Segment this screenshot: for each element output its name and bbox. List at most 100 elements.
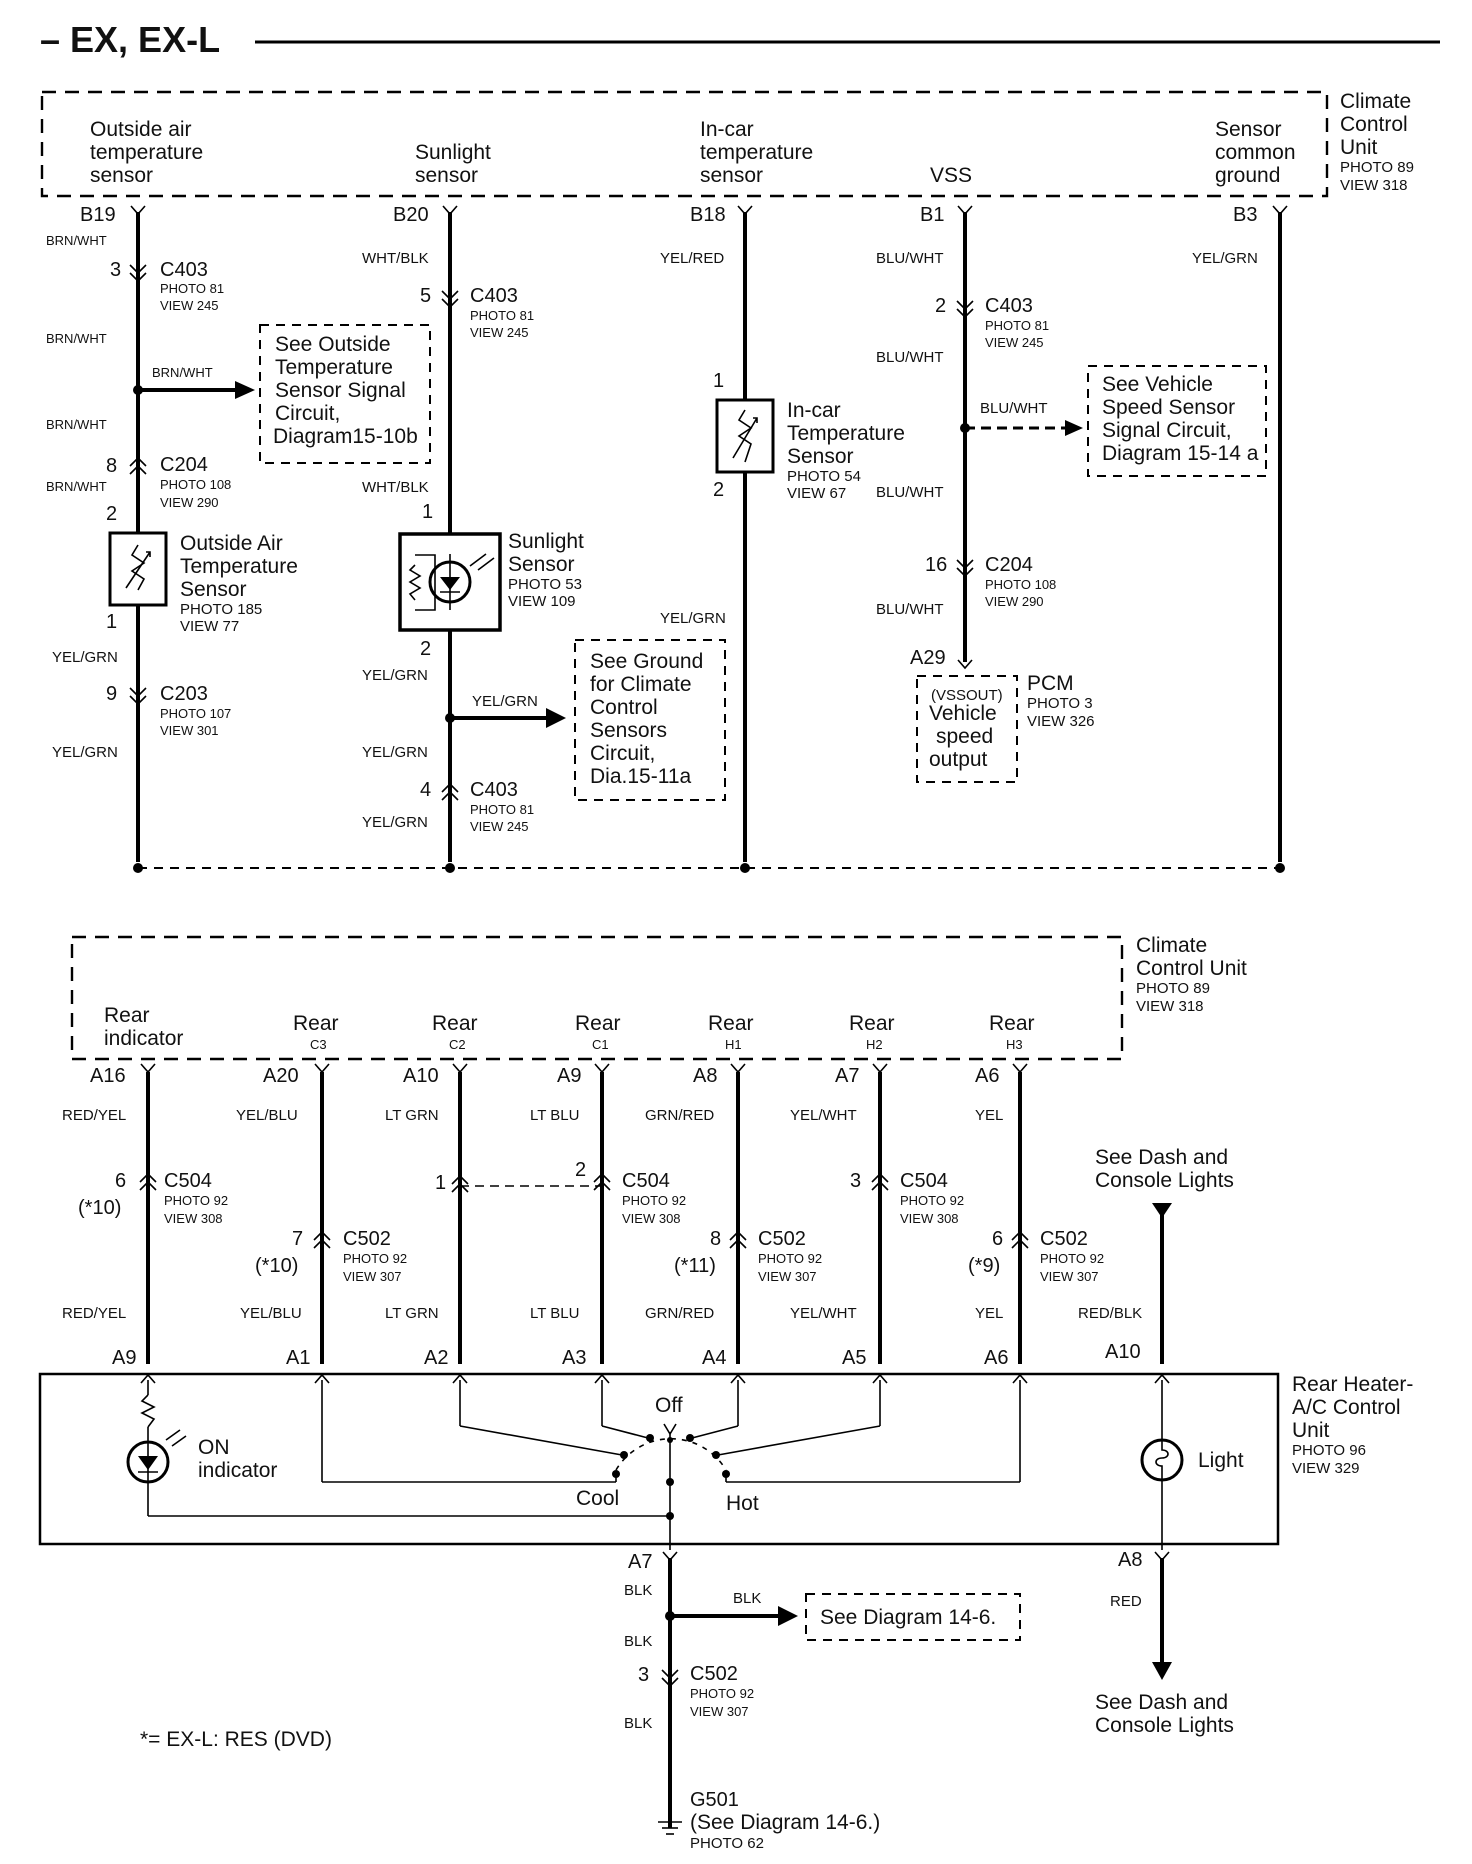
- svg-text:C403: C403: [470, 779, 518, 801]
- svg-text:PHOTO 62: PHOTO 62: [690, 1835, 764, 1852]
- circuit-sunlight-sensor: B20 WHT/BLK 5 C403 PHOTO 81 VIEW 245 WHT…: [362, 204, 584, 862]
- svg-text:A3: A3: [562, 1347, 586, 1369]
- svg-text:output: output: [929, 748, 988, 771]
- svg-text:sensor: sensor: [700, 164, 763, 187]
- svg-text:C204: C204: [160, 454, 208, 476]
- svg-text:See Diagram 14-6.: See Diagram 14-6.: [820, 1606, 996, 1629]
- svg-text:PHOTO 3: PHOTO 3: [1027, 695, 1093, 712]
- svg-text:VIEW 307: VIEW 307: [690, 1704, 749, 1719]
- reference-outside-temp-signal-circuit: See Outside Temperature Sensor Signal Ci…: [259, 324, 431, 464]
- svg-text:Sunlight: Sunlight: [415, 141, 491, 164]
- svg-text:Rear: Rear: [575, 1012, 621, 1035]
- svg-text:VIEW 318: VIEW 318: [1340, 177, 1408, 194]
- circuit-outside-air-sensor: B19 BRN/WHT 3 C403 PHOTO 81 VIEW 245 BRN…: [46, 204, 298, 862]
- svg-text:GRN/RED: GRN/RED: [645, 1107, 714, 1124]
- svg-text:Control Unit: Control Unit: [1136, 957, 1247, 980]
- svg-text:Control: Control: [1340, 113, 1408, 136]
- svg-text:Signal Circuit,: Signal Circuit,: [1102, 419, 1232, 442]
- svg-text:BRN/WHT: BRN/WHT: [46, 479, 107, 494]
- on-indicator-label: ON indicator: [198, 1436, 277, 1482]
- svg-text:H2: H2: [866, 1037, 883, 1052]
- svg-text:Outside Air: Outside Air: [180, 532, 283, 555]
- svg-text:(*11): (*11): [674, 1255, 716, 1277]
- svg-text:Dia.15-11a: Dia.15-11a: [590, 765, 691, 788]
- svg-text:A10: A10: [1105, 1341, 1141, 1363]
- svg-text:BRN/WHT: BRN/WHT: [46, 233, 107, 248]
- svg-text:A4: A4: [702, 1347, 726, 1369]
- reference-vehicle-speed-signal: See Vehicle Speed Sensor Signal Circuit,…: [1087, 365, 1267, 477]
- svg-text:YEL/RED: YEL/RED: [660, 250, 724, 267]
- svg-text:YEL/GRN: YEL/GRN: [362, 744, 428, 761]
- svg-text:BLK: BLK: [733, 1590, 761, 1607]
- bottom-terminal-headers: Rear indicator Rear C3 Rear C2 Rear C1 R…: [104, 1004, 1035, 1052]
- svg-text:LT GRN: LT GRN: [385, 1305, 439, 1322]
- svg-text:YEL: YEL: [975, 1305, 1003, 1322]
- climate-control-unit-box-bottom: [70, 935, 1124, 1061]
- svg-text:(VSSOUT): (VSSOUT): [931, 687, 1003, 704]
- svg-text:BRN/WHT: BRN/WHT: [46, 331, 107, 346]
- svg-text:PCM: PCM: [1027, 672, 1074, 695]
- svg-text:Rear: Rear: [989, 1012, 1035, 1035]
- svg-text:Rear Heater-: Rear Heater-: [1292, 1373, 1413, 1396]
- svg-text:Console Lights: Console Lights: [1095, 1714, 1234, 1737]
- svg-text:WHT/BLK: WHT/BLK: [362, 479, 429, 496]
- svg-text:1: 1: [435, 1172, 446, 1194]
- svg-text:C504: C504: [164, 1170, 212, 1192]
- svg-text:C403: C403: [470, 285, 518, 307]
- svg-text:See Vehicle: See Vehicle: [1102, 373, 1213, 396]
- svg-text:PHOTO 89: PHOTO 89: [1136, 980, 1210, 997]
- svg-text:VIEW 326: VIEW 326: [1027, 713, 1095, 730]
- svg-text:Sensors: Sensors: [590, 719, 667, 742]
- svg-text:C502: C502: [758, 1228, 806, 1250]
- svg-text:G501: G501: [690, 1789, 739, 1811]
- svg-text:A2: A2: [424, 1347, 448, 1369]
- dash-lights-circuit-red: A8 RED See Dash and Console Lights: [1095, 1549, 1234, 1737]
- terminal-label-sensor-ground: Sensor common ground: [1215, 118, 1296, 187]
- svg-text:3: 3: [850, 1170, 861, 1192]
- svg-text:6: 6: [115, 1170, 126, 1192]
- svg-text:Sensor: Sensor: [180, 578, 247, 601]
- svg-text:BLU/WHT: BLU/WHT: [876, 601, 944, 618]
- svg-text:VIEW 245: VIEW 245: [985, 335, 1044, 350]
- svg-text:(*9): (*9): [968, 1255, 1000, 1277]
- svg-text:PHOTO 92: PHOTO 92: [164, 1193, 228, 1208]
- svg-text:B19: B19: [80, 204, 116, 226]
- svg-text:C504: C504: [622, 1170, 670, 1192]
- rear-heater-unit-label: Rear Heater- A/C Control Unit PHOTO 96 V…: [1292, 1373, 1413, 1477]
- svg-text:PHOTO 81: PHOTO 81: [470, 308, 534, 323]
- light-label: Light: [1198, 1449, 1244, 1472]
- svg-text:See Dash and: See Dash and: [1095, 1691, 1228, 1714]
- svg-text:9: 9: [106, 683, 117, 705]
- svg-text:C204: C204: [985, 554, 1033, 576]
- bottom-wires: [140, 1063, 1172, 1364]
- svg-text:16: 16: [925, 554, 947, 576]
- svg-text:PHOTO 81: PHOTO 81: [985, 318, 1049, 333]
- svg-text:Climate: Climate: [1136, 934, 1207, 957]
- svg-text:YEL/WHT: YEL/WHT: [790, 1107, 857, 1124]
- svg-text:Diagram15-10b: Diagram15-10b: [273, 425, 418, 448]
- svg-text:BLU/WHT: BLU/WHT: [876, 250, 944, 267]
- svg-text:C2: C2: [449, 1037, 466, 1052]
- svg-text:YEL/BLU: YEL/BLU: [240, 1305, 302, 1322]
- svg-text:Sensor Signal: Sensor Signal: [275, 379, 406, 402]
- svg-text:C502: C502: [343, 1228, 391, 1250]
- svg-text:C502: C502: [1040, 1228, 1088, 1250]
- svg-text:(See Diagram 14-6.): (See Diagram 14-6.): [690, 1811, 880, 1834]
- svg-text:Circuit,: Circuit,: [275, 402, 340, 425]
- svg-text:BLU/WHT: BLU/WHT: [876, 349, 944, 366]
- svg-text:Diagram 15-14 a: Diagram 15-14 a: [1102, 442, 1259, 465]
- svg-text:4: 4: [420, 779, 431, 801]
- svg-text:A20: A20: [263, 1065, 299, 1087]
- svg-text:C1: C1: [592, 1037, 609, 1052]
- svg-text:PHOTO 107: PHOTO 107: [160, 706, 231, 721]
- svg-text:Vehicle: Vehicle: [929, 702, 997, 725]
- svg-text:Sensor: Sensor: [508, 553, 575, 576]
- svg-text:B20: B20: [393, 204, 429, 226]
- svg-text:PHOTO 96: PHOTO 96: [1292, 1442, 1366, 1459]
- svg-text:VIEW 318: VIEW 318: [1136, 998, 1204, 1015]
- svg-text:YEL/WHT: YEL/WHT: [790, 1305, 857, 1322]
- svg-text:Sunlight: Sunlight: [508, 530, 584, 553]
- svg-text:Rear: Rear: [432, 1012, 478, 1035]
- svg-text:6: 6: [992, 1228, 1003, 1250]
- svg-text:See Outside: See Outside: [275, 333, 391, 356]
